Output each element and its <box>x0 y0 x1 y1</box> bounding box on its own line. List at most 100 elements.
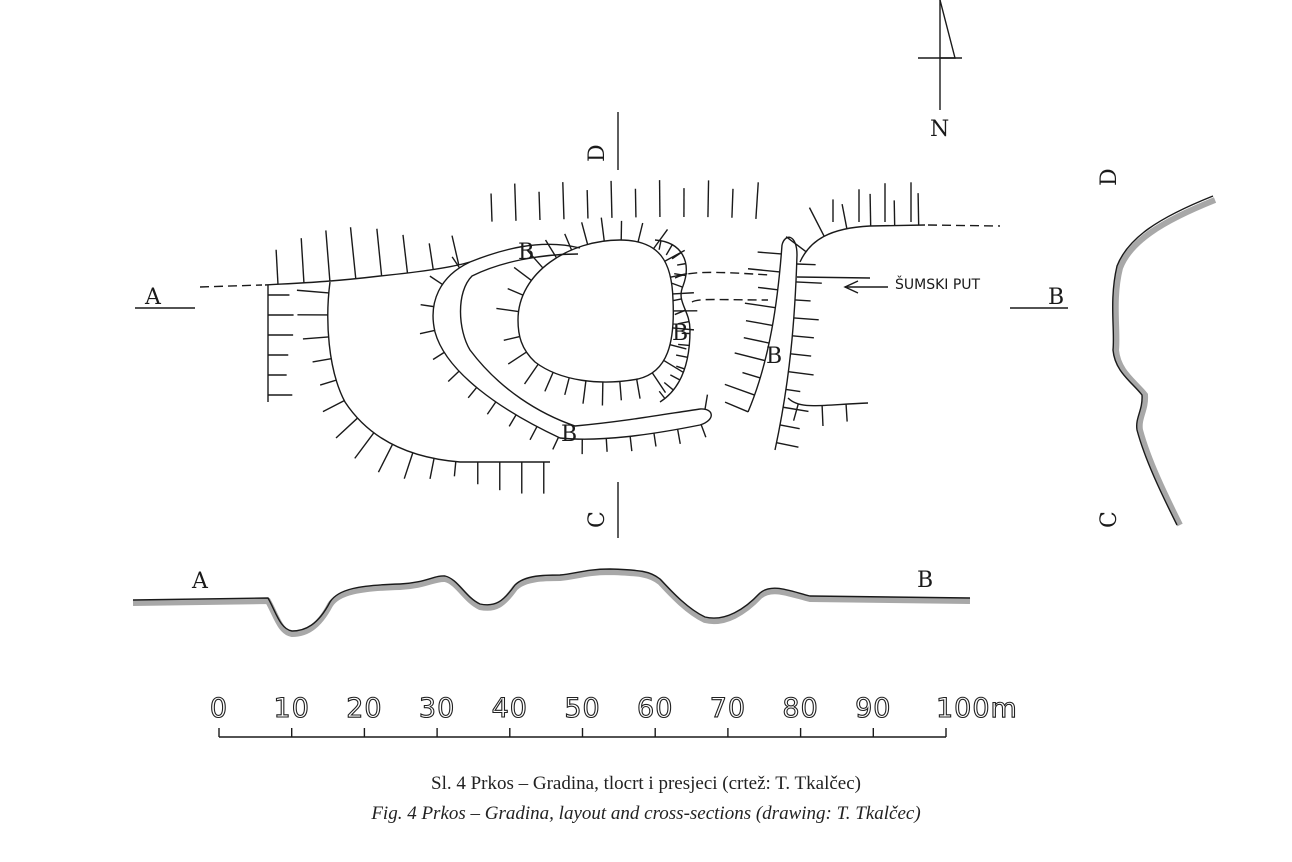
hachure-tick <box>669 374 681 381</box>
rampart-label: B <box>561 422 577 447</box>
hachure-tick <box>757 286 778 291</box>
hachure-tick <box>312 358 332 363</box>
profile-b-label: B <box>917 568 933 593</box>
scale-label: 30 <box>419 693 455 724</box>
hachure-tick <box>676 365 685 370</box>
hachure-tick <box>795 281 822 284</box>
hachure-tick <box>745 319 773 327</box>
hachure-tick <box>467 387 478 399</box>
hachure-tick <box>526 249 544 269</box>
rampart-label: B <box>518 240 534 265</box>
hachure-tick <box>508 414 517 427</box>
hachure-tick <box>325 230 331 282</box>
hachure-tick <box>529 426 538 441</box>
scale-label: 20 <box>346 693 382 724</box>
hachure-tick <box>792 335 814 339</box>
hachure-tick <box>674 273 686 277</box>
hachure-tick <box>552 436 560 450</box>
section-d-label: D <box>585 144 610 162</box>
hachure-tick <box>658 240 662 250</box>
hachure-tick <box>564 377 570 396</box>
profile-d-label: D <box>1097 168 1122 186</box>
hachure-tick <box>451 235 460 266</box>
scale-label: 60 <box>637 693 673 724</box>
hachure-tick <box>514 183 517 221</box>
hachure-tick <box>619 381 623 401</box>
hachure-tick <box>503 335 520 341</box>
caption-english: Fig. 4 Prkos – Gradina, layout and cross… <box>371 803 921 824</box>
hachure-tick <box>664 249 686 262</box>
hachure-tick <box>783 406 809 413</box>
hachure-tick <box>671 282 683 288</box>
hachure-tick <box>429 458 435 480</box>
hachure-tick <box>665 244 673 256</box>
hachure-tick <box>275 249 279 285</box>
hachure-tick <box>672 327 695 331</box>
hachure-tick <box>428 243 434 270</box>
hachure-tick <box>841 203 848 229</box>
hachure-tick <box>562 182 565 220</box>
hachure-tick <box>734 352 766 362</box>
hachure-tick <box>675 354 688 359</box>
hachure-tick <box>672 292 694 295</box>
hachure-tick <box>793 317 819 321</box>
hachure-tick <box>790 353 812 357</box>
profile-d-c <box>1112 195 1217 527</box>
scale-label: 90 <box>855 693 891 724</box>
hachure-tick <box>704 394 709 410</box>
hachure-tick <box>724 383 755 396</box>
hachure-tick <box>302 336 329 340</box>
hachure-tick <box>755 182 759 219</box>
hachure-tick <box>747 268 780 273</box>
hachure-tick <box>376 228 383 276</box>
scale-label: 10 <box>274 693 310 724</box>
scale-label: 80 <box>782 693 818 724</box>
hachure-tick <box>785 236 807 253</box>
hachure-tick <box>349 227 357 279</box>
hachure-tick <box>742 371 761 379</box>
hachure-tick <box>377 444 394 473</box>
hachure-tick <box>663 359 684 373</box>
hachure-tick <box>296 289 329 294</box>
hachure-tick <box>676 429 681 445</box>
hachure-tick <box>796 263 816 266</box>
hachure-tick <box>486 401 497 415</box>
hachure-tick <box>669 344 687 350</box>
hachure-tick <box>821 405 824 427</box>
hachure-tick <box>673 298 682 302</box>
hachure-tick <box>507 288 524 296</box>
hachure-tick <box>707 180 710 218</box>
hachure-tick <box>513 266 532 281</box>
scale-label: 0 <box>210 693 228 724</box>
hachure-tick <box>779 424 800 430</box>
hachure-tick <box>586 190 589 219</box>
hachure-tick <box>731 188 734 218</box>
caption-croatian: Sl. 4 Prkos – Gradina, tlocrt i presjeci… <box>431 773 861 794</box>
hachure-tick <box>544 372 554 392</box>
hachure-tick <box>544 239 558 259</box>
hachure-tick <box>403 452 414 479</box>
hachure-tick <box>605 438 608 452</box>
scale-label: 100m <box>936 693 1018 724</box>
hachure-tick <box>523 363 539 385</box>
section-c-label: C <box>585 511 610 528</box>
profile-a-label: A <box>191 569 209 594</box>
hachure-tick <box>776 441 799 448</box>
profile-c-label: C <box>1097 511 1122 528</box>
hachure-tick <box>429 275 443 286</box>
hachure-tick <box>420 304 434 308</box>
hachure-tick <box>335 417 358 439</box>
profile-a-b <box>132 568 971 638</box>
hachure-tick <box>743 336 770 344</box>
hachure-tick <box>447 370 460 383</box>
hachure-tick <box>651 372 667 394</box>
hachure-tick <box>634 188 637 218</box>
hachure-tick <box>808 207 825 237</box>
hachure-tick <box>432 351 445 361</box>
hachures <box>268 180 920 494</box>
hachure-tick <box>658 390 666 399</box>
hachure-tick <box>869 193 872 227</box>
section-a-label: A <box>144 285 162 310</box>
